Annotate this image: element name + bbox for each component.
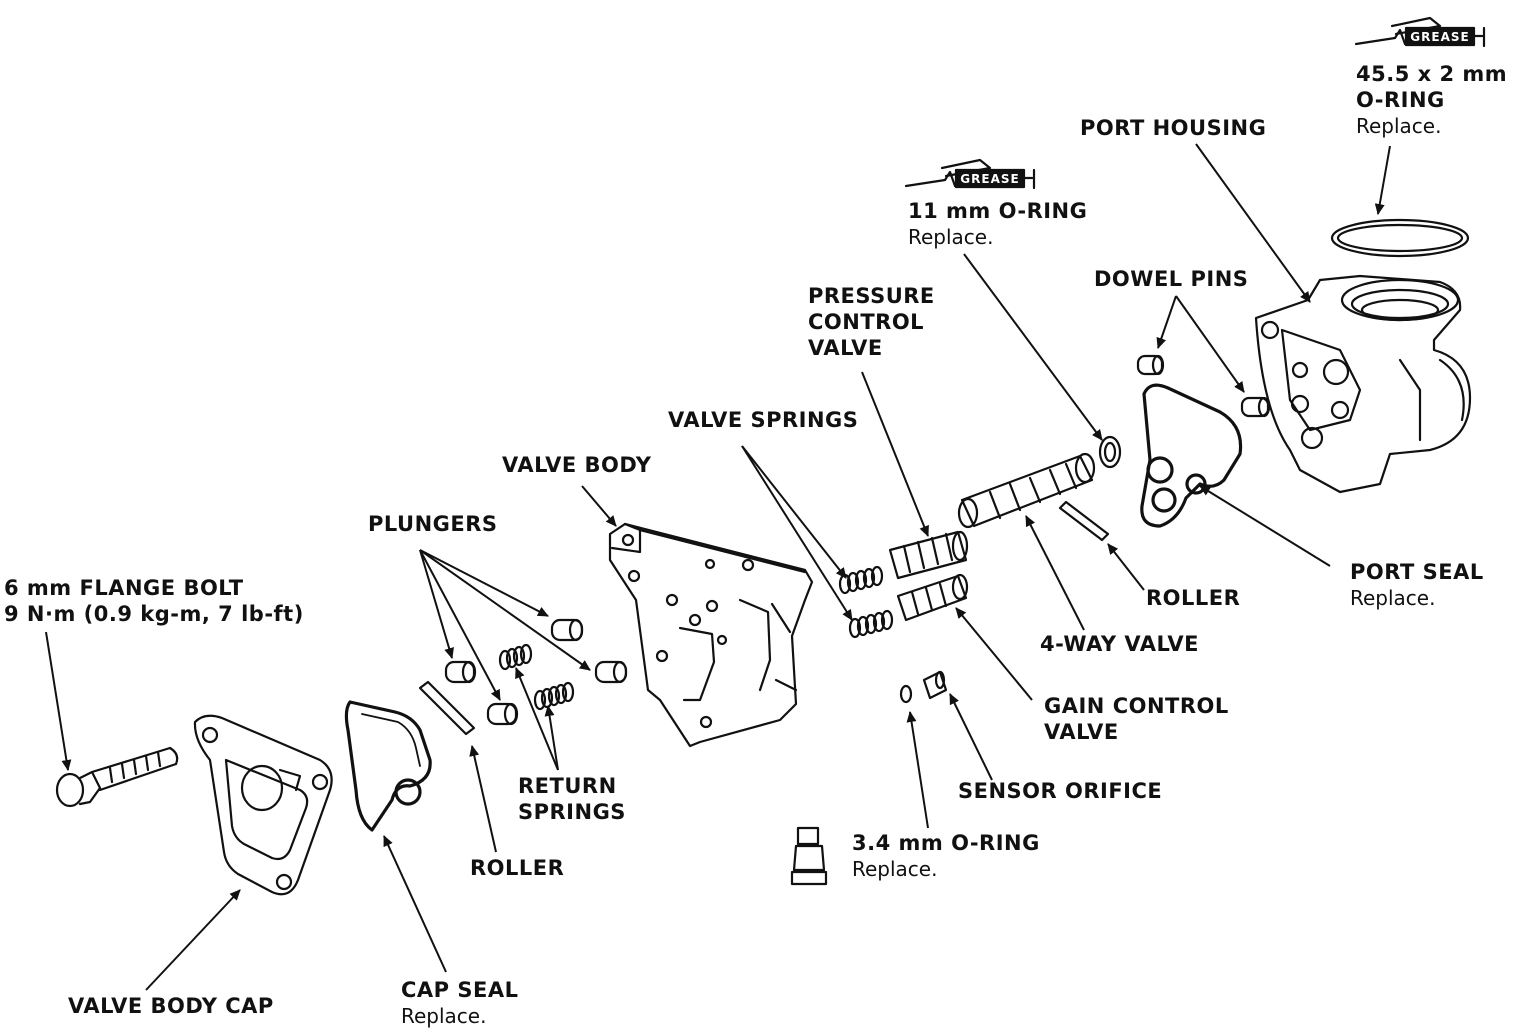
cap-seal-label: CAP SEAL Replace. xyxy=(401,980,518,1031)
o-ring-3-4mm-title: 3.4 mm O-RING xyxy=(852,831,1040,855)
roller-right-part xyxy=(1058,500,1110,542)
pressure-control-valve-line2: CONTROL xyxy=(808,310,925,334)
o-ring-11mm-note: Replace. xyxy=(908,225,994,249)
roller-right-title: ROLLER xyxy=(1146,586,1241,610)
o-ring-45mm-line1: 45.5 x 2 mm xyxy=(1356,62,1508,86)
port-seal-title: PORT SEAL xyxy=(1350,560,1484,584)
port-housing-part xyxy=(1254,274,1472,494)
return-springs-label: RETURN SPRINGS xyxy=(518,776,626,828)
grease-tube-top xyxy=(1354,16,1486,48)
flange-bolt-torque: 9 N·m (0.9 kg-m, 7 lb-ft) xyxy=(4,602,304,626)
o-ring-45mm-line2: O-RING xyxy=(1356,88,1445,112)
four-way-valve-part xyxy=(957,452,1096,529)
valve-springs-label: VALVE SPRINGS xyxy=(668,410,858,436)
port-housing-label: PORT HOUSING xyxy=(1080,118,1266,144)
pressure-control-valve-line1: PRESSURE xyxy=(808,284,935,308)
gain-control-valve-line2: VALVE xyxy=(1044,720,1119,744)
port-housing-title: PORT HOUSING xyxy=(1080,116,1267,140)
pressure-control-valve-label: PRESSURE CONTROL VALVE xyxy=(808,286,935,364)
dowel-pins-label: DOWEL PINS xyxy=(1094,269,1248,295)
cap-seal-part xyxy=(344,700,432,832)
valve-body-cap-label: VALVE BODY CAP xyxy=(68,996,274,1022)
grease-tag-top-text: GREASE xyxy=(1410,30,1469,44)
gain-control-valve-line1: GAIN CONTROL xyxy=(1044,694,1229,718)
valve-body-label: VALVE BODY xyxy=(502,455,651,481)
o-ring-3-4mm-label: 3.4 mm O-RING Replace. xyxy=(852,833,1040,884)
cap-seal-note: Replace. xyxy=(401,1004,487,1028)
flange-bolt-label: 6 mm FLANGE BOLT 9 N·m (0.9 kg-m, 7 lb-f… xyxy=(4,578,304,630)
sensor-orifice-part xyxy=(899,670,948,704)
gain-control-valve-part xyxy=(896,573,969,622)
roller-left-label: ROLLER xyxy=(470,858,564,884)
dowel-pins-part xyxy=(1136,354,1271,418)
return-springs-part xyxy=(498,643,575,711)
valve-body-cap-part xyxy=(193,714,333,896)
grease-tube-middle xyxy=(904,158,1036,190)
dowel-pins-title: DOWEL PINS xyxy=(1094,267,1249,291)
grease-tag-middle-text: GREASE xyxy=(960,172,1019,186)
port-seal-part xyxy=(1140,383,1243,528)
flange-bolt-part xyxy=(55,746,179,808)
sensor-orifice-title: SENSOR ORIFICE xyxy=(958,779,1163,803)
small-bolt-part xyxy=(790,826,828,886)
leader-lines xyxy=(45,143,1391,991)
flange-bolt-title: 6 mm FLANGE BOLT xyxy=(4,576,244,600)
return-springs-line2: SPRINGS xyxy=(518,800,626,824)
cap-seal-title: CAP SEAL xyxy=(401,978,519,1002)
valve-body-part xyxy=(608,522,814,748)
port-seal-label: PORT SEAL Replace. xyxy=(1350,562,1484,613)
o-ring-45mm-note: Replace. xyxy=(1356,114,1442,138)
plungers-label: PLUNGERS xyxy=(368,514,498,540)
sensor-orifice-label: SENSOR ORIFICE xyxy=(958,781,1162,807)
valve-springs-part xyxy=(838,565,894,639)
o-ring-45mm-part xyxy=(1330,218,1470,258)
valve-body-cap-title: VALVE BODY CAP xyxy=(68,994,274,1018)
roller-right-label: ROLLER xyxy=(1146,588,1240,614)
roller-left-part xyxy=(418,680,476,736)
pressure-control-valve-part xyxy=(888,530,969,580)
o-ring-45mm-label: 45.5 x 2 mm O-RING Replace. xyxy=(1356,64,1507,141)
o-ring-11mm-label: 11 mm O-RING Replace. xyxy=(908,201,1087,252)
o-ring-11mm-title: 11 mm O-RING xyxy=(908,199,1088,223)
o-ring-3-4mm-note: Replace. xyxy=(852,857,938,881)
gain-control-valve-label: GAIN CONTROL VALVE xyxy=(1044,696,1229,748)
return-springs-line1: RETURN xyxy=(518,774,617,798)
roller-left-title: ROLLER xyxy=(470,856,565,880)
valve-springs-title: VALVE SPRINGS xyxy=(668,408,859,432)
plungers-title: PLUNGERS xyxy=(368,512,498,536)
four-way-valve-title: 4-WAY VALVE xyxy=(1040,632,1200,656)
pressure-control-valve-line3: VALVE xyxy=(808,336,883,360)
four-way-valve-label: 4-WAY VALVE xyxy=(1040,634,1199,660)
o-ring-11mm-part xyxy=(1098,435,1122,469)
valve-body-title: VALVE BODY xyxy=(502,453,652,477)
plunger-parts xyxy=(444,618,628,726)
port-seal-note: Replace. xyxy=(1350,586,1436,610)
